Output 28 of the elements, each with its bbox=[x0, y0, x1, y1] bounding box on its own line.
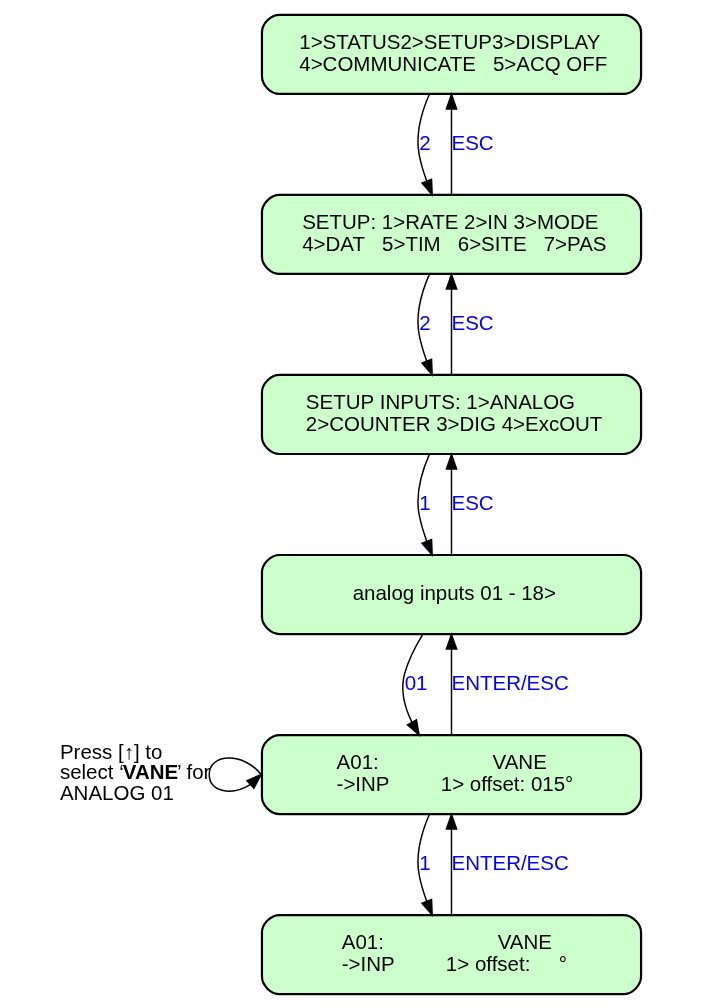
arrow bbox=[417, 452, 433, 557]
edge-label: 2 bbox=[419, 310, 431, 334]
arrow bbox=[417, 813, 433, 917]
edge-label: ESC bbox=[451, 310, 494, 334]
edge-label: 01 bbox=[404, 670, 428, 694]
arrow bbox=[208, 756, 263, 792]
edge-label: 1 bbox=[419, 850, 431, 874]
arrow bbox=[445, 91, 458, 195]
node-box: analog inputs 01 - 18> bbox=[260, 553, 643, 635]
arrow bbox=[402, 633, 424, 737]
node-box: SETUP: 1>RATE 2>IN 3>MODE 4>DAT 5>TIM 6>SITE 7>PAS bbox=[260, 193, 643, 275]
arrow bbox=[445, 811, 458, 916]
edge-label: ESC bbox=[451, 490, 494, 514]
node-box: A01: VANE ->INP 1> offset: ° bbox=[260, 913, 643, 995]
arrow bbox=[445, 631, 458, 735]
edge-label: 2 bbox=[419, 130, 431, 154]
edge-label: 1 bbox=[419, 490, 431, 514]
node-box: 1>STATUS2>SETUP3>DISPLAY 4>COMMUNICATE 5>ACQ OFF bbox=[260, 13, 643, 95]
edge-label: ENTER/ESC bbox=[451, 850, 569, 874]
edge-label: Press [↑] to select ‘VANE’ for ANALOG 01 bbox=[59, 739, 211, 804]
node-box: SETUP INPUTS: 1>ANALOG 2>COUNTER 3>DIG 4>ExcOUT bbox=[260, 373, 643, 455]
edge-label: ESC bbox=[451, 130, 494, 154]
edge-label: ENTER/ESC bbox=[451, 670, 569, 694]
arrow bbox=[445, 451, 458, 555]
arrow bbox=[417, 92, 433, 197]
arrow bbox=[445, 271, 458, 375]
arrow bbox=[417, 272, 433, 377]
node-box: A01: VANE ->INP 1> offset: 015° bbox=[260, 733, 643, 815]
